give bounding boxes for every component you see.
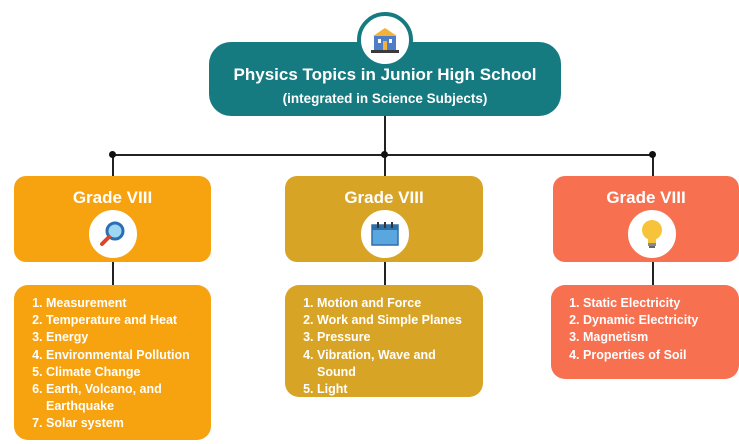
list-item: Magnetism (583, 329, 729, 346)
icon-badge-left (85, 206, 141, 262)
diagram-title: Physics Topics in Junior High School (233, 64, 537, 84)
grade-label-middle: Grade VIII (344, 188, 424, 207)
list-item: Measurement (46, 295, 201, 312)
title-icon-badge (357, 12, 413, 68)
junction-dot-middle (381, 151, 388, 158)
junction-dot-left (109, 151, 116, 158)
connector-left-list (112, 262, 114, 286)
list-item: Environmental Pollution (46, 347, 201, 364)
diagram-subtitle: (integrated in Science Subjects) (282, 90, 488, 106)
topic-list-middle: Motion and Force Work and Simple Planes … (285, 285, 483, 397)
magnifying-glass-icon (100, 221, 125, 246)
list-item: Static Electricity (583, 295, 729, 312)
grade-label-right: Grade VIII (606, 188, 686, 207)
title-box: Physics Topics in Junior High School (in… (209, 42, 561, 116)
school-building-icon (371, 28, 399, 53)
list-item: Climate Change (46, 364, 201, 381)
list-item: Earth, Volcano, and Earthquake (46, 381, 178, 415)
connector-middle-list (384, 262, 386, 286)
connector-right-list (652, 262, 654, 286)
list-item: Dynamic Electricity (583, 312, 729, 329)
grade-label-left: Grade VIII (72, 188, 153, 207)
list-item: Vibration, Wave and Sound (317, 347, 473, 381)
list-item: Energy (46, 329, 201, 346)
connector-right-drop (652, 155, 654, 177)
topic-list-left: Measurement Temperature and Heat Energy … (14, 285, 211, 440)
connector-middle-drop (384, 155, 386, 177)
icon-badge-right (624, 206, 680, 262)
list-item: Motion and Force (317, 295, 473, 312)
junction-dot-right (649, 151, 656, 158)
light-bulb-icon (642, 220, 662, 248)
connector-left-drop (112, 155, 114, 177)
list-item: Pressure (317, 329, 473, 346)
connector-trunk (384, 116, 386, 156)
calendar-icon (371, 222, 399, 246)
list-item: Solar system (46, 415, 201, 432)
list-item: Work and Simple Planes (317, 312, 473, 329)
list-item: Temperature and Heat (46, 312, 201, 329)
list-item: Properties of Soil (583, 347, 729, 364)
list-item: Light (317, 381, 473, 398)
topic-list-right: Static Electricity Dynamic Electricity M… (551, 285, 739, 379)
icon-badge-middle (357, 206, 413, 262)
